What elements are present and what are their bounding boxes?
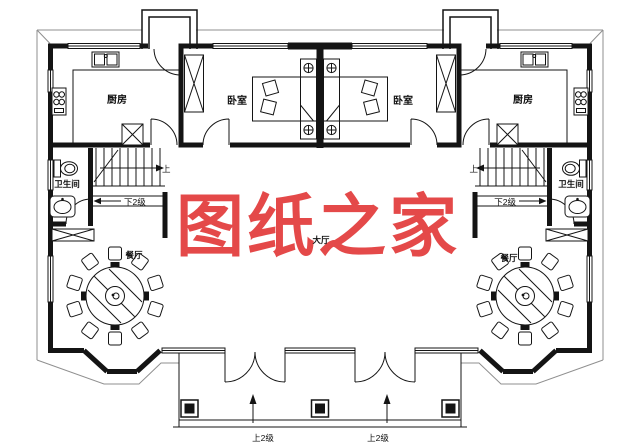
walls — [48, 42, 592, 374]
entry-steps-right-label: 上2级 — [367, 433, 389, 443]
stair-down-right-label: 下2级 — [494, 197, 516, 207]
entry-steps-left-label: 上2级 — [252, 433, 274, 443]
staircase-right — [475, 148, 547, 207]
eave-outline — [36, 29, 604, 385]
staircase-left — [93, 148, 165, 207]
stair-up-right-label: 上 — [469, 164, 478, 174]
bedroom-right-label: 卧室 — [393, 94, 413, 107]
bedroom-left-label: 卧室 — [227, 94, 247, 107]
porch-column-right — [441, 399, 460, 418]
wash-basin-right — [564, 195, 591, 218]
windows — [47, 43, 593, 354]
dining-table-left — [66, 247, 163, 345]
wash-basin-left — [49, 195, 76, 218]
stair-down-left-label: 下2级 — [124, 197, 146, 207]
bedroom-closet-right — [436, 54, 456, 113]
bathroom-right-label: 卫生间 — [558, 179, 584, 189]
bathroom-left-label: 卫生间 — [54, 179, 80, 189]
toilet-left — [53, 159, 78, 178]
porch-column-center — [310, 399, 330, 418]
porch-column-left — [180, 399, 199, 418]
kitchen-flue-right — [496, 123, 519, 146]
entry-step-arrow-left — [249, 394, 257, 423]
stove-right — [573, 87, 589, 116]
dining-right-label: 餐厅 — [499, 253, 518, 263]
toilet-right — [562, 159, 587, 178]
kitchen-sink-left — [91, 51, 120, 68]
hall-label: 大厅 — [312, 235, 330, 245]
entry-step-arrow-right — [383, 394, 391, 423]
bedroom-closet-left — [184, 54, 204, 113]
doors — [65, 48, 575, 383]
porch — [173, 353, 467, 428]
dining-table-right — [476, 247, 573, 345]
kitchen-right-label: 厨房 — [513, 93, 533, 106]
stair-up-left-label: 上 — [162, 164, 171, 174]
dining-left-label: 餐厅 — [124, 250, 143, 260]
stove-left — [51, 87, 67, 116]
watermark-text: 图纸之家 — [176, 189, 460, 265]
kitchen-sink-right — [520, 51, 549, 68]
dining-cabinet-right — [545, 228, 589, 242]
dining-cabinet-left — [51, 228, 95, 242]
top-projection-boxes — [141, 9, 499, 49]
bed-right — [324, 59, 388, 139]
kitchen-counters — [72, 69, 568, 145]
bed-left — [253, 59, 317, 139]
kitchen-flue-left — [121, 123, 144, 146]
kitchen-left-label: 厨房 — [107, 93, 127, 106]
room-labels: 厨房 厨房 卧室 卧室 卫生间 卫生间 餐厅 餐厅 大厅 上 上 下2级 下2级… — [54, 93, 584, 443]
